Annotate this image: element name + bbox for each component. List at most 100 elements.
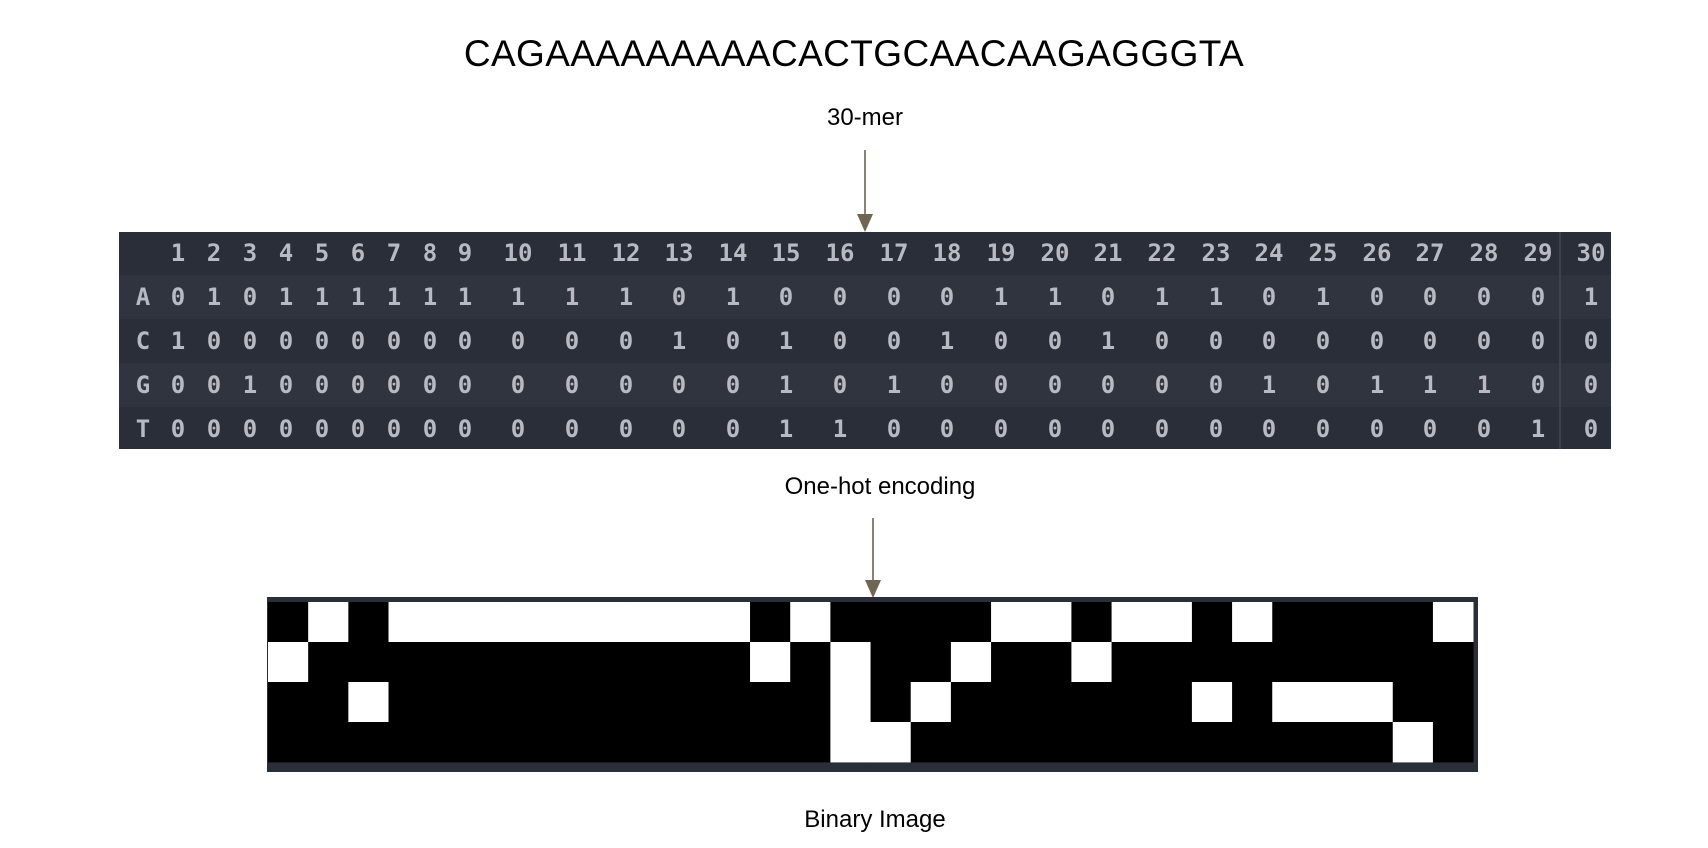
pixel-off bbox=[428, 682, 470, 723]
matrix-cell: 0 bbox=[423, 415, 437, 443]
pixel-off bbox=[870, 642, 912, 683]
column-header: 27 bbox=[1416, 239, 1445, 267]
pixel-off bbox=[1111, 642, 1153, 683]
matrix-cell: 0 bbox=[1048, 371, 1062, 399]
pixel-off bbox=[1352, 642, 1394, 683]
matrix-cell: 1 bbox=[1584, 283, 1598, 311]
row-label-c: C bbox=[136, 327, 150, 355]
matrix-cell: 0 bbox=[315, 371, 329, 399]
binary-image-grid bbox=[268, 602, 1474, 763]
pixel-off bbox=[991, 682, 1032, 723]
pixel-off bbox=[1312, 722, 1353, 763]
row-label-t: T bbox=[136, 415, 150, 443]
pixel-off bbox=[268, 722, 309, 763]
matrix-row-stripe bbox=[119, 275, 1611, 319]
column-header: 22 bbox=[1148, 239, 1177, 267]
matrix-cell: 0 bbox=[1262, 283, 1276, 311]
column-header: 16 bbox=[826, 239, 855, 267]
pixel-off bbox=[428, 642, 470, 683]
column-header: 11 bbox=[558, 239, 587, 267]
matrix-cell: 1 bbox=[1531, 415, 1545, 443]
matrix-cell: 0 bbox=[1370, 283, 1384, 311]
matrix-cell: 0 bbox=[1477, 327, 1491, 355]
column-header: 18 bbox=[933, 239, 962, 267]
matrix-cell: 0 bbox=[351, 327, 365, 355]
pixel-off bbox=[1272, 722, 1313, 763]
matrix-cell: 0 bbox=[1584, 415, 1598, 443]
matrix-cell: 1 bbox=[1048, 283, 1062, 311]
matrix-cell: 1 bbox=[1477, 371, 1491, 399]
matrix-cell: 0 bbox=[619, 415, 633, 443]
column-header: 20 bbox=[1041, 239, 1070, 267]
binary-image-label: Binary Image bbox=[804, 806, 946, 833]
pixel-on bbox=[629, 602, 671, 643]
pixel-off bbox=[1232, 682, 1273, 723]
pixel-on bbox=[1031, 602, 1072, 643]
pixel-off bbox=[468, 722, 510, 763]
matrix-cell: 0 bbox=[423, 327, 437, 355]
pixel-off bbox=[750, 682, 791, 723]
pixel-on bbox=[308, 602, 349, 643]
matrix-cell: 0 bbox=[779, 283, 793, 311]
column-header: 6 bbox=[351, 239, 365, 267]
binary-image bbox=[267, 597, 1478, 772]
pixel-off bbox=[1272, 642, 1313, 683]
sequence-text: CAGAAAAAAAAACACTGCAACAAGAGGGTA bbox=[463, 33, 1245, 74]
pixel-off bbox=[950, 722, 992, 763]
matrix-cell: 0 bbox=[1101, 283, 1115, 311]
pixel-off bbox=[1352, 602, 1394, 643]
matrix-cell: 0 bbox=[243, 283, 257, 311]
pixel-on bbox=[549, 602, 590, 643]
pixel-off bbox=[991, 642, 1032, 683]
pixel-on bbox=[468, 602, 510, 643]
matrix-cell: 0 bbox=[940, 415, 954, 443]
pixel-off bbox=[549, 682, 590, 723]
matrix-cell: 0 bbox=[1209, 327, 1223, 355]
arrow-down-icon bbox=[865, 518, 881, 598]
matrix-cell: 1 bbox=[207, 283, 221, 311]
matrix-cell: 0 bbox=[315, 327, 329, 355]
matrix-cell: 0 bbox=[887, 283, 901, 311]
column-header: 4 bbox=[279, 239, 293, 267]
matrix-cell: 1 bbox=[351, 283, 365, 311]
pixel-off bbox=[1191, 602, 1233, 643]
matrix-cell: 0 bbox=[1155, 415, 1169, 443]
pixel-off bbox=[950, 602, 992, 643]
pixel-on bbox=[1272, 682, 1313, 723]
pixel-off bbox=[790, 642, 831, 683]
pixel-off bbox=[1392, 682, 1434, 723]
pixel-off bbox=[830, 602, 871, 643]
matrix-cell: 0 bbox=[207, 371, 221, 399]
pixel-off bbox=[709, 682, 751, 723]
pixel-off bbox=[388, 682, 430, 723]
column-header: 28 bbox=[1470, 239, 1499, 267]
pixel-on bbox=[1312, 682, 1353, 723]
matrix-cell: 0 bbox=[887, 415, 901, 443]
matrix-cell: 0 bbox=[1370, 415, 1384, 443]
pixel-on bbox=[348, 682, 389, 723]
matrix-cell: 0 bbox=[279, 371, 293, 399]
pixel-off bbox=[1432, 682, 1474, 723]
matrix-cell: 0 bbox=[458, 327, 472, 355]
pixel-off bbox=[468, 682, 510, 723]
pixel-off bbox=[589, 682, 630, 723]
matrix-cell: 0 bbox=[207, 415, 221, 443]
matrix-cell: 0 bbox=[940, 371, 954, 399]
matrix-cell: 1 bbox=[1423, 371, 1437, 399]
column-header: 26 bbox=[1363, 239, 1392, 267]
pixel-on bbox=[750, 642, 791, 683]
pixel-on bbox=[1432, 602, 1474, 643]
pixel-off bbox=[1071, 602, 1112, 643]
matrix-cell: 0 bbox=[565, 327, 579, 355]
matrix-cell: 0 bbox=[1209, 415, 1223, 443]
pixel-off bbox=[991, 722, 1032, 763]
matrix-cell: 0 bbox=[1584, 371, 1598, 399]
pixel-on bbox=[1071, 642, 1112, 683]
pixel-off bbox=[1111, 722, 1153, 763]
pixel-on bbox=[388, 602, 430, 643]
pixel-off bbox=[870, 682, 912, 723]
pixel-on bbox=[1232, 602, 1273, 643]
pixel-off bbox=[1071, 722, 1112, 763]
column-header: 3 bbox=[243, 239, 257, 267]
matrix-cell: 0 bbox=[243, 327, 257, 355]
